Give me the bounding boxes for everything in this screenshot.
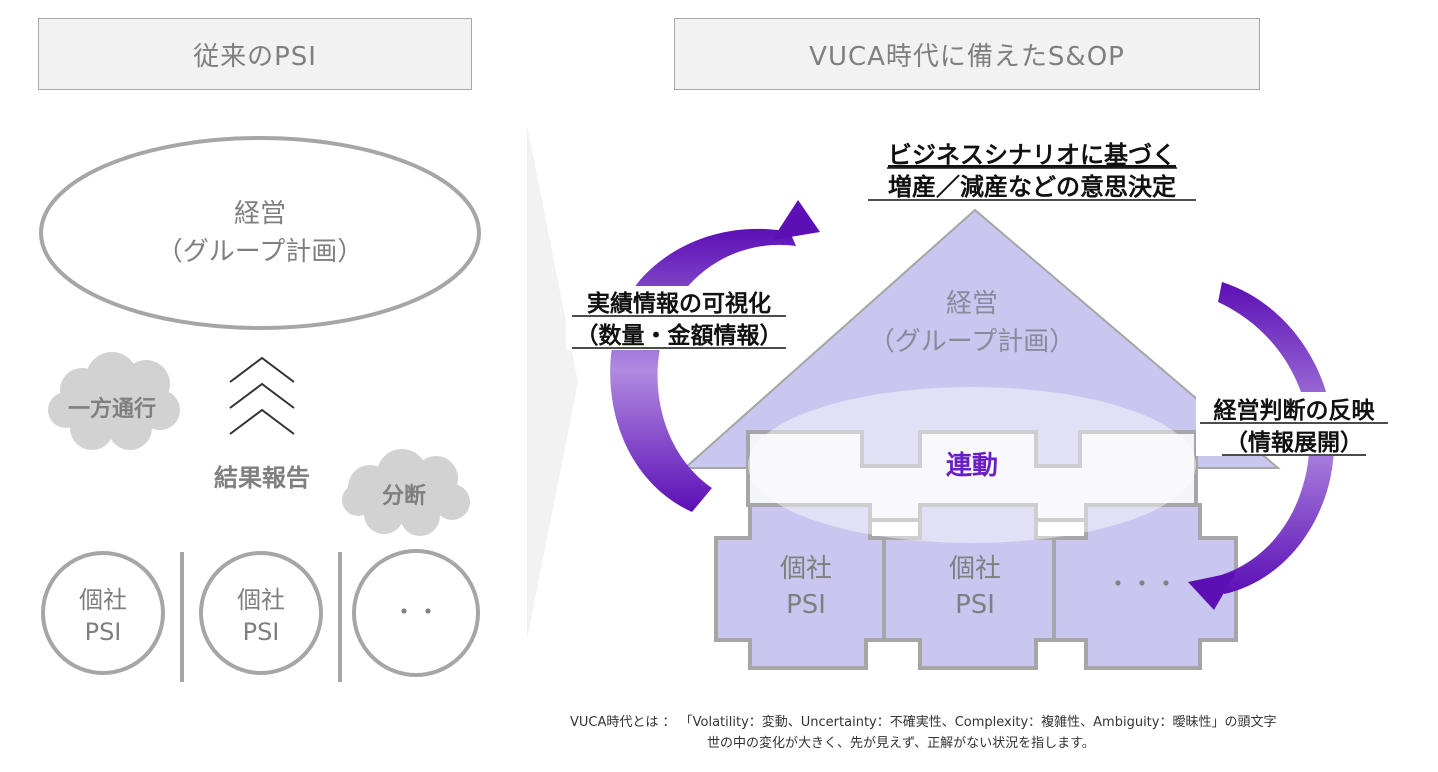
- pyramid-label: 経営: [946, 289, 998, 319]
- visibility-caption-bg: [566, 286, 794, 350]
- company-psi-piece-1-line1: 個社: [780, 554, 832, 584]
- company-psi-circle-1-line2: PSI: [85, 618, 122, 646]
- linkage-ellipse: [748, 387, 1196, 543]
- reflection-line-2: （情報展開）: [1225, 429, 1363, 456]
- right-header: VUCA時代に備えたS&OP: [674, 18, 1260, 90]
- cloud-one-way-label: 一方通行: [68, 396, 156, 422]
- left-header-title: 従来のPSI: [193, 41, 317, 72]
- cloud-fragmented: 分断: [342, 449, 470, 536]
- company-psi-circle-2: [199, 551, 323, 675]
- visibility-line-2: （数量・金額情報）: [576, 322, 783, 349]
- transition-chevron: [527, 125, 578, 640]
- footnote-line-2: 世の中の変化が大きく、先が見えず、正解がない状況を指します。: [707, 736, 1095, 751]
- result-report-label: 結果報告: [214, 464, 310, 492]
- pyramid-sublabel: （グループ計画）: [869, 327, 1075, 357]
- linkage-label: 連動: [946, 451, 998, 481]
- upward-chevrons-icon: [229, 356, 295, 435]
- footnote: VUCA時代とは ： 「Volatility：変動、Uncertainty：不確…: [570, 712, 1276, 754]
- more-piece: [1052, 503, 1238, 670]
- reflection-caption-bg: [1196, 392, 1392, 456]
- reflection-line-1: 経営判断の反映: [1214, 397, 1376, 424]
- company-psi-piece-1-line2: PSI: [786, 590, 826, 620]
- company-psi-circle-2-line2: PSI: [243, 618, 280, 646]
- more-circle-label: ・・: [392, 598, 440, 626]
- management-label: 経営: [234, 199, 286, 229]
- decision-line-1: ビジネスシナリオに基づく: [888, 141, 1176, 169]
- company-psi-piece-2-line2: PSI: [955, 590, 995, 620]
- cloud-fragmented-label: 分断: [382, 483, 426, 509]
- footnote-line-1: VUCA時代とは ： 「Volatility：変動、Uncertainty：不確…: [570, 715, 1277, 730]
- reflection-arrow-icon: [1188, 282, 1334, 610]
- management-ellipse: [39, 136, 481, 330]
- company-psi-circle-1: [41, 551, 165, 675]
- left-header: 従来のPSI: [38, 18, 472, 90]
- management-sublabel: （グループ計画）: [157, 237, 363, 267]
- more-circle: [352, 549, 480, 677]
- company-psi-piece-1: [714, 503, 886, 670]
- right-header-title: VUCA時代に備えたS&OP: [809, 41, 1125, 72]
- company-psi-circle-2-line1: 個社: [237, 586, 285, 614]
- cloud-one-way: 一方通行: [48, 352, 180, 450]
- company-psi-circle-1-line1: 個社: [79, 586, 127, 614]
- more-piece-label: ・・・: [1106, 570, 1178, 598]
- company-psi-piece-2-line1: 個社: [949, 554, 1001, 584]
- company-psi-piece-2: [882, 503, 1056, 670]
- decision-line-2: 増産／減産などの意思決定: [888, 173, 1176, 201]
- visibility-line-1: 実績情報の可視化: [587, 290, 771, 317]
